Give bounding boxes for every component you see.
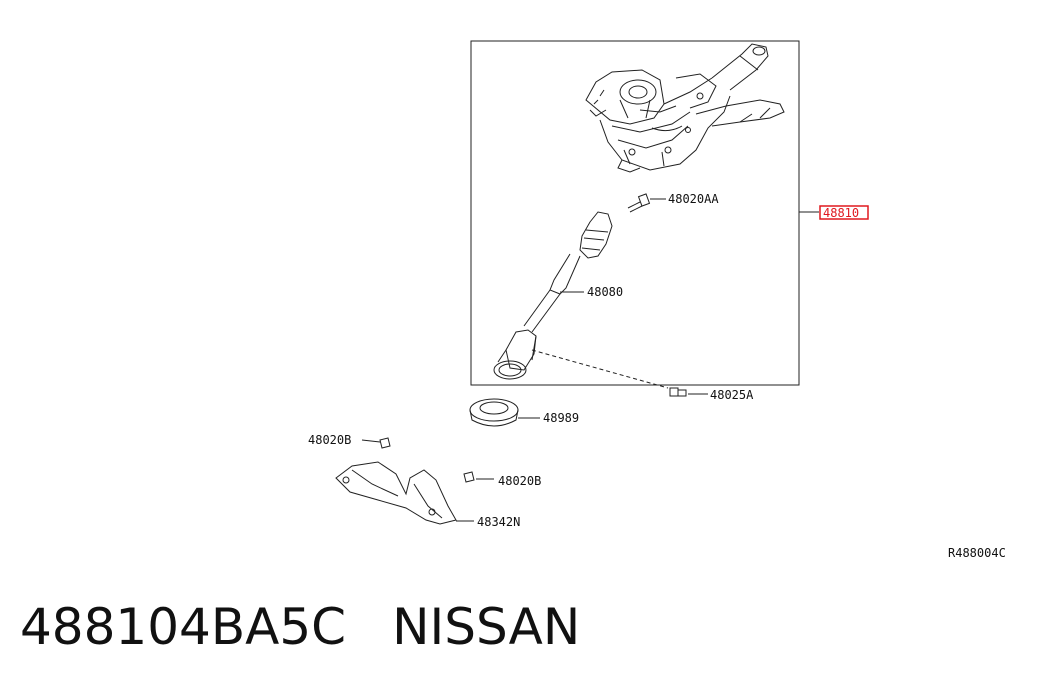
bolt-48025A-drawing xyxy=(669,387,687,397)
dashed-leader xyxy=(531,349,669,389)
assembly-frame xyxy=(470,40,800,386)
label-48080[interactable]: 48080 xyxy=(587,285,623,299)
diagram-code: R488004C xyxy=(948,546,1006,560)
label-48020AA[interactable]: 48020AA xyxy=(668,192,719,206)
parts-diagram: 48020AA 48810 48080 48025A 48989 48020B … xyxy=(308,40,1006,560)
leader-48020B-left xyxy=(361,439,381,443)
cover-48342N-drawing xyxy=(335,461,457,525)
bolt-48020AA-drawing xyxy=(627,193,651,213)
label-48025A[interactable]: 48025A xyxy=(710,388,754,402)
clip-48020B-right-drawing xyxy=(463,471,475,483)
label-48810[interactable]: 48810 xyxy=(823,206,859,220)
caption-part-number: 488104BA5C xyxy=(20,598,347,656)
clip-48020B-left-drawing xyxy=(379,437,391,449)
intermediate-shaft-drawing xyxy=(493,211,613,380)
seal-48989-drawing xyxy=(469,398,519,427)
label-48989[interactable]: 48989 xyxy=(543,411,579,425)
highlight-box-48810 xyxy=(819,205,869,220)
label-48342N[interactable]: 48342N xyxy=(477,515,520,529)
steering-column-drawing xyxy=(585,43,785,173)
caption-brand: NISSAN xyxy=(392,598,581,656)
caption: 488104BA5C NISSAN xyxy=(20,598,580,656)
label-48020B-left[interactable]: 48020B xyxy=(308,433,351,447)
label-48020B-right[interactable]: 48020B xyxy=(498,474,541,488)
